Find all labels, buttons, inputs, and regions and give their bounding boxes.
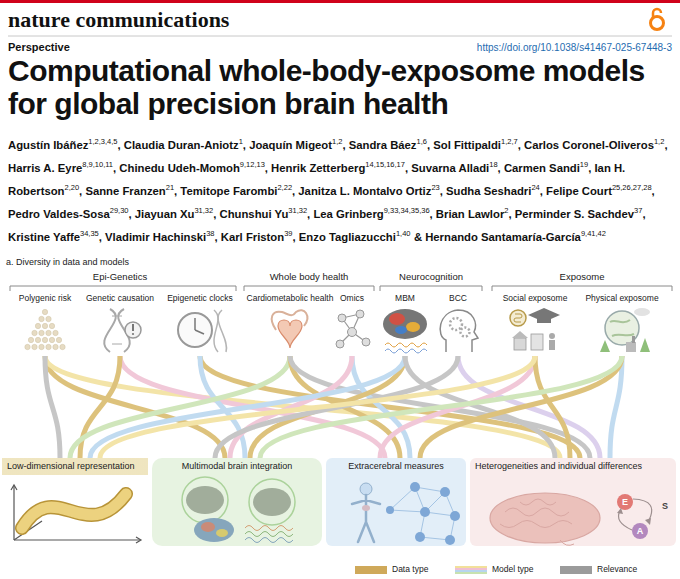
item-label: BCC (449, 293, 467, 303)
affiliation-number: 1 (239, 137, 243, 146)
item-label: Omics (340, 293, 364, 303)
affiliation-number: 1,2 (654, 137, 664, 146)
affiliation-number: 37 (634, 206, 642, 215)
affiliation-number: 18 (489, 160, 497, 169)
affiliation-number: 31,32 (288, 206, 307, 215)
legend-text: Data type (392, 564, 428, 574)
variable-letter: A (637, 526, 644, 537)
affiliation-number: 2 (504, 206, 508, 215)
affiliation-number: 25,26,27,28 (612, 183, 652, 192)
author-name: Agustín Ibáñez (8, 139, 88, 151)
affiliation-number: 8,9,10,11 (82, 160, 113, 169)
affiliation-number: 34,35 (80, 229, 99, 238)
panel-heading: Extracerebral measures (326, 458, 466, 475)
affiliation-number: 9,33,34,35,36 (384, 206, 430, 215)
affiliation-number: 14,15,16,17 (365, 160, 405, 169)
item-label: Physical exposome (585, 293, 658, 303)
affiliation-number: 39 (284, 229, 292, 238)
item-label: Epigenetic clocks (167, 293, 233, 303)
author-name: , Chunshui Yu (213, 208, 288, 220)
author-name: , Felipe Court (540, 185, 612, 197)
affiliation-number: 1,2,3,4,5 (88, 137, 117, 146)
affiliation-number: 2,20 (65, 183, 80, 192)
author-name: , Sudha Seshadri (440, 185, 532, 197)
journal-name: nature communications (8, 7, 229, 33)
author-name: , Claudia Duran-Aniotz (118, 139, 239, 151)
panel-box: Low-dimensional representation (2, 458, 148, 546)
author-name: , Sanne Franzen (79, 185, 166, 197)
item-label: MBM (395, 293, 415, 303)
author-name: , Henrik Zetterberg (265, 162, 365, 174)
author-name: , Vladimir Hachinski (99, 231, 206, 243)
category-heading: Epi-Genetics (93, 271, 147, 282)
item-label: Genetic causation (86, 293, 154, 303)
author-name: , Carmen Sandi (498, 162, 580, 174)
panel-heading: Heterogeneities and individual differenc… (470, 458, 676, 475)
affiliation-number: 38 (206, 229, 214, 238)
author-name: , Enzo Tagliazucchi (293, 231, 396, 243)
affiliation-number: 19 (580, 160, 588, 169)
author-name: , Jiayuan Xu (129, 208, 195, 220)
author-name: , Brian Lawlor (430, 208, 505, 220)
legend-swatch (355, 566, 387, 574)
category-heading: Neurocognition (399, 271, 463, 282)
affiliation-number: 21 (166, 183, 174, 192)
article-type: Perspective (8, 41, 70, 54)
author-name: , Perminder S. Sachdev (508, 208, 634, 220)
doi-link: https://doi.org/10.1038/s41467-025-67448… (477, 42, 672, 54)
panel-box: Heterogeneities and individual differenc… (470, 458, 676, 546)
legend-swatch (455, 566, 487, 574)
variable-letter: S (662, 501, 668, 512)
author-name: , Karl Friston (214, 231, 284, 243)
panel-box: Multimodal brain integration (152, 458, 322, 546)
affiliation-number: 1,6 (417, 137, 427, 146)
affiliation-number: 23 (431, 183, 439, 192)
author-name: , Sandra Báez (342, 139, 416, 151)
affiliation-number: 9,12,13 (240, 160, 265, 169)
legend-text: Model type (492, 564, 534, 574)
affiliation-number: 31,32 (194, 206, 213, 215)
legend-swatch (560, 566, 592, 574)
author-name: , Carlos Coronel-Oliveros (518, 139, 654, 151)
panel-heading: Low-dimensional representation (2, 458, 148, 475)
category-heading: Whole body health (270, 271, 349, 282)
author-name: , Joaquín Migeot (243, 139, 332, 151)
author-name: & Hernando Santamaría-García (414, 231, 581, 243)
author-name: , Chinedu Udeh-Momoh (113, 162, 240, 174)
item-label: Cardiometabolic health (247, 293, 334, 303)
article-title: Computational whole-body-exposome models… (8, 54, 672, 120)
author-name: , Temitope Farombi (174, 185, 277, 197)
panel-heading: Multimodal brain integration (152, 458, 322, 475)
affiliation-number: 29,30 (110, 206, 129, 215)
author-name: , Sol Fittipaldi (427, 139, 501, 151)
author-list: Agustín Ibáñez1,2,3,4,5, Claudia Duran-A… (8, 132, 672, 247)
author-name: , Suvarna Alladi (405, 162, 489, 174)
item-label: Social exposome (503, 293, 568, 303)
legend-text: Relevance (597, 564, 637, 574)
affiliation-number: 2,22 (277, 183, 292, 192)
panel-box: Extracerebral measures (326, 458, 466, 546)
panel-label: a. Diversity in data and models (6, 257, 129, 268)
affiliation-number: 1,2 (332, 137, 342, 146)
category-heading: Exposome (560, 271, 605, 282)
affiliation-number: 9,41,42 (581, 229, 606, 238)
item-label: Polygenic risk (19, 293, 71, 303)
affiliation-number: 24 (531, 183, 539, 192)
author-name: , Janitza L. Montalvo Ortiz (292, 185, 431, 197)
author-name: , Lea Grinberg (307, 208, 384, 220)
affiliation-number: 1,40 (396, 229, 411, 238)
variable-letter: E (622, 497, 628, 508)
affiliation-number: 1,2,7 (501, 137, 518, 146)
